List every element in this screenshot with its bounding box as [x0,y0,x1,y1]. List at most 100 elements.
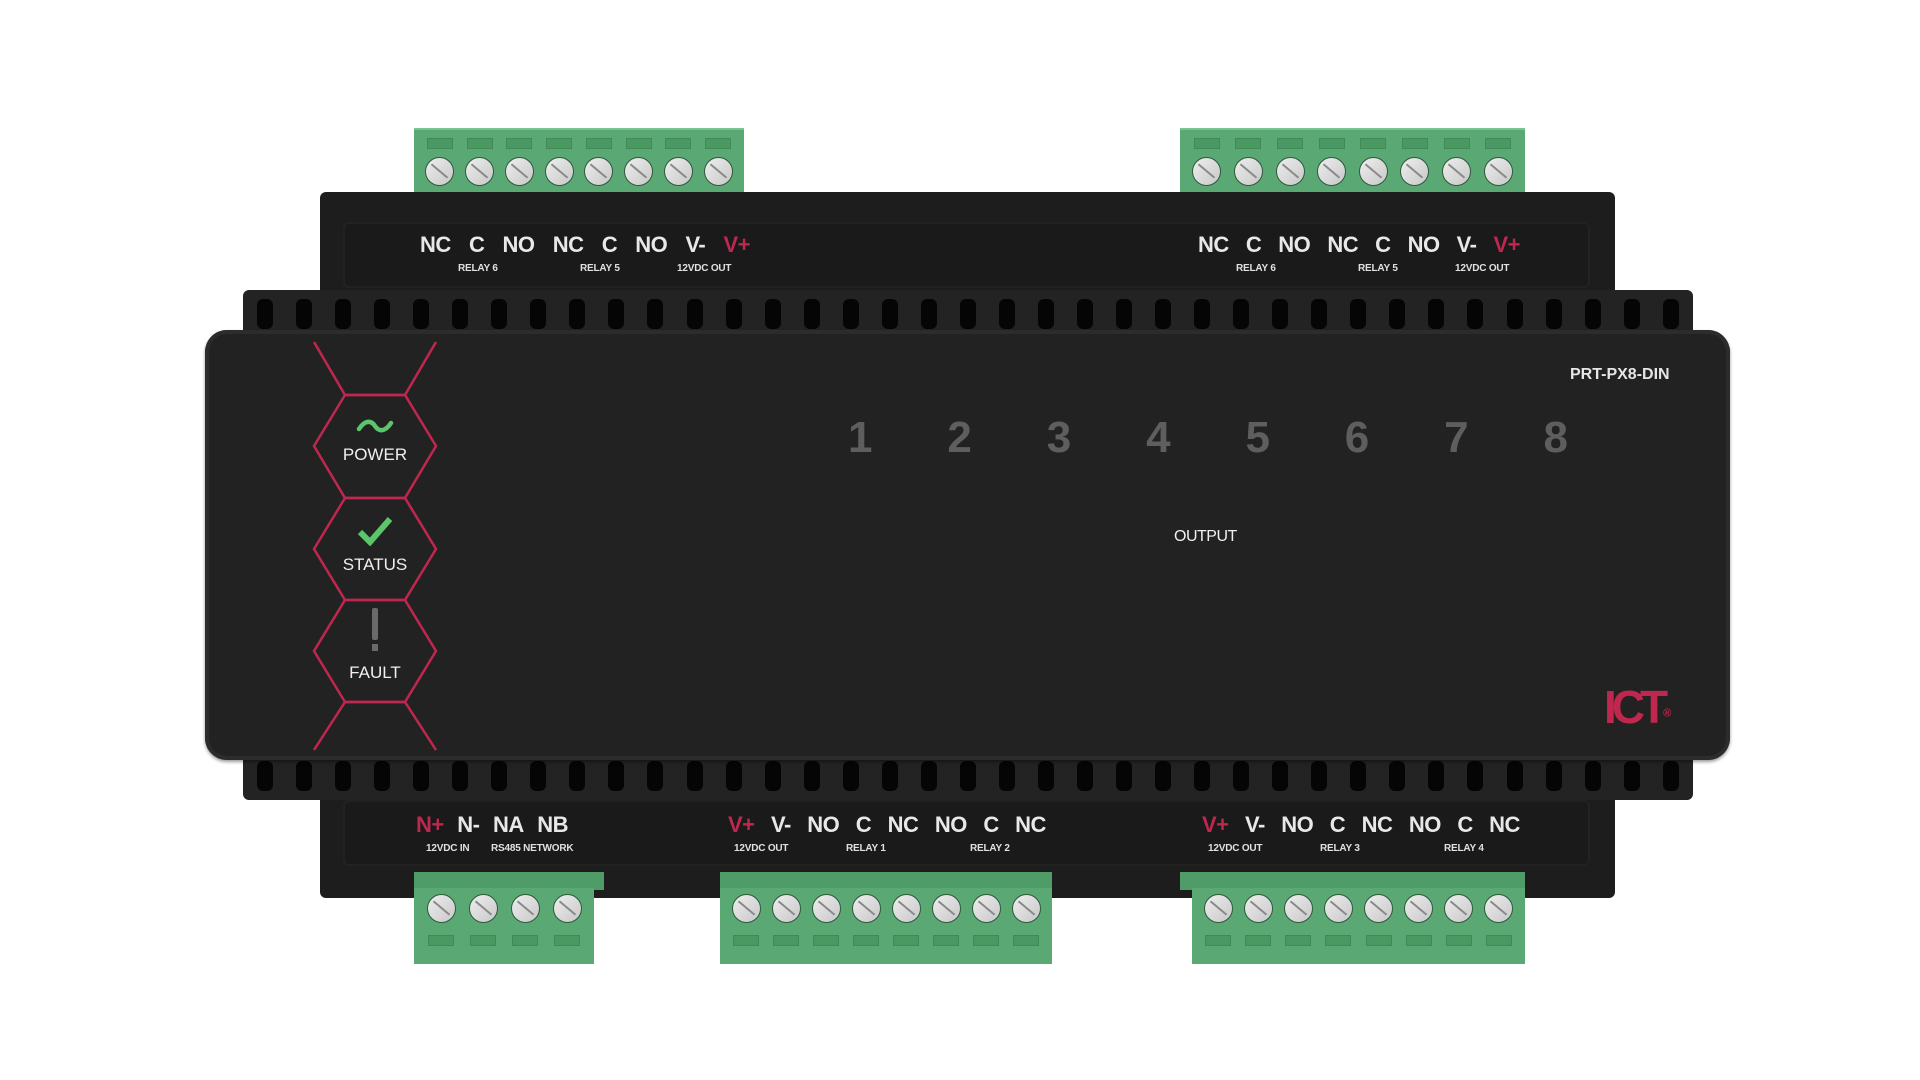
terminal-pin[interactable] [468,894,498,946]
terminal-pin[interactable] [552,894,582,946]
screw-icon [703,157,733,186]
group-label: RELAY 2 [970,843,1010,854]
terminal-pin[interactable] [1484,894,1514,946]
terminal-pin[interactable] [465,138,495,186]
terminal-label: V- [771,812,791,837]
terminal-pin[interactable] [425,138,455,186]
terminal-pin[interactable] [891,894,921,946]
screw-icon [1483,157,1513,186]
terminal-labels-top-left: NC C NO NC C NO V- V+ [420,232,750,258]
terminal-pin[interactable] [1483,138,1513,186]
terminal-label: V+ [1202,812,1229,837]
group-label: RELAY 3 [1320,843,1360,854]
indicator-label: POWER [342,445,408,464]
terminal-pin[interactable] [1243,894,1273,946]
label-strip-bottom [343,800,1590,866]
group-label: RELAY 5 [580,263,620,274]
terminal-pin[interactable] [771,894,801,946]
group-label: 12VDC OUT [1208,843,1263,854]
screw-icon [1011,894,1041,923]
terminal-pin[interactable] [624,138,654,186]
screw-icon [1233,157,1263,186]
terminal-label: C [468,232,485,257]
terminal-pin[interactable] [1011,894,1041,946]
screw-icon [1442,157,1472,186]
screw-icon [1358,157,1388,186]
terminal-labels-bottom-center: V+ V- NO C NC NO C NC [728,812,1046,838]
terminal-block-bottom-center [720,888,1052,964]
terminal-pin[interactable] [731,894,761,946]
terminal-pin[interactable] [504,138,534,186]
terminal-label: C [1245,232,1262,257]
terminal-pin[interactable] [1233,138,1263,186]
screw-icon [1444,894,1474,923]
terminal-label: NC [552,232,584,257]
terminal-label: C [601,232,618,257]
terminal-label: NO [1281,812,1314,837]
terminal-pin[interactable] [851,894,881,946]
screw-icon [584,157,614,186]
terminal-label: NC [1361,812,1393,837]
screw-icon [1203,894,1233,923]
terminal-pin[interactable] [1364,894,1394,946]
screw-icon [931,894,961,923]
terminal-pin[interactable] [1323,894,1353,946]
terminal-pin[interactable] [1358,138,1388,186]
group-label: 12VDC IN [426,843,470,854]
screw-icon [851,894,881,923]
screw-icon [663,157,693,186]
vent-band-bottom [243,752,1693,800]
screw-icon [731,894,761,923]
terminal-pin[interactable] [1442,138,1472,186]
terminal-pin[interactable] [1203,894,1233,946]
terminal-block-base [1180,872,1525,890]
output-number-8: 8 [1543,413,1568,462]
terminal-pin[interactable] [1317,138,1347,186]
terminal-pin[interactable] [811,894,841,946]
screw-icon [544,157,574,186]
terminal-labels-bottom-right: V+ V- NO C NC NO C NC [1202,812,1520,838]
tilde-ac-icon [315,418,435,439]
output-number-2: 2 [947,413,972,462]
exclamation-icon [315,606,435,659]
indicator-label: FAULT [349,663,401,682]
terminal-label: NC [1015,812,1046,837]
screw-icon [1192,157,1222,186]
output-label: OUTPUT [1174,528,1237,545]
output-number-4: 4 [1146,413,1171,462]
terminal-label: NO [807,812,840,837]
group-label: RELAY 5 [1358,263,1398,274]
terminal-label: V+ [728,812,755,837]
terminal-pin[interactable] [1404,894,1434,946]
terminal-pin[interactable] [1192,138,1222,186]
terminal-labels-bottom-left: N+ N- NA NB [416,812,568,838]
terminal-label: NB [537,812,568,837]
front-panel [205,330,1730,760]
indicator-power: POWER [315,418,435,465]
group-label: 12VDC OUT [734,843,789,854]
terminal-label: NO [1408,812,1442,837]
terminal-pin[interactable] [663,138,693,186]
terminal-pin[interactable] [1283,894,1313,946]
terminal-pin[interactable] [971,894,1001,946]
screw-icon [426,894,456,923]
terminal-label: N+ [416,812,444,837]
terminal-label: NO [1278,232,1311,257]
screw-icon [1400,157,1430,186]
indicator-status: STATUS [315,516,435,575]
terminal-pin[interactable] [1275,138,1305,186]
registered-mark: ® [1663,707,1672,720]
screw-icon [811,894,841,923]
screw-icon [1317,157,1347,186]
terminal-pin[interactable] [1400,138,1430,186]
terminal-pin[interactable] [931,894,961,946]
terminal-pin[interactable] [703,138,733,186]
terminal-pin[interactable] [584,138,614,186]
terminal-pin[interactable] [510,894,540,946]
screw-icon [971,894,1001,923]
terminal-pin[interactable] [426,894,456,946]
screw-icon [425,157,455,186]
terminal-pin[interactable] [1444,894,1474,946]
screw-icon [1275,157,1305,186]
terminal-pin[interactable] [544,138,574,186]
